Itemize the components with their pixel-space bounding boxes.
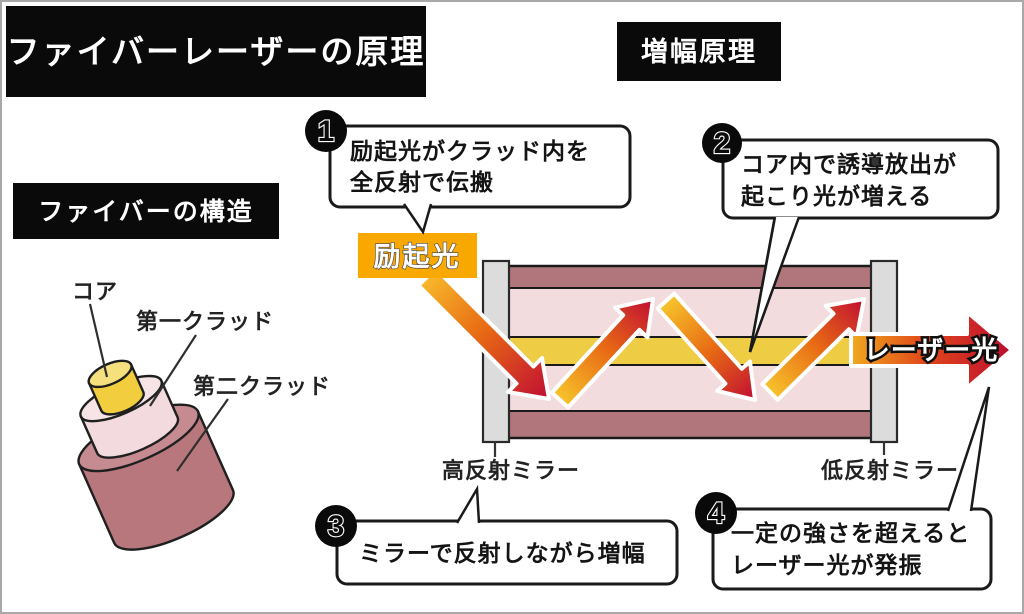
callout-3-box	[335, 519, 679, 586]
outer-cladding-bottom-layer	[507, 411, 874, 438]
first-cladding-leader-line	[149, 334, 197, 407]
callout-2-box	[721, 138, 1000, 220]
core-leader-line	[88, 303, 109, 378]
bounce-arrow-up-1	[549, 297, 655, 410]
second-cladding-leader-line	[176, 398, 229, 472]
laser-light-label: レーザー光	[864, 335, 998, 365]
high-mirror-label: 高反射ミラー	[442, 458, 580, 483]
callout-2-tail	[748, 216, 801, 353]
callout-4-number: 4	[708, 497, 725, 530]
callout-1-line2: 全反射で伝搬	[349, 169, 494, 195]
callout-2-line1: コア内で誘導放出が	[741, 151, 957, 177]
second-cladding-label: 第二クラッド	[193, 374, 331, 399]
structure-title: ファイバーの構造	[38, 198, 254, 226]
callout-1-tail	[402, 203, 433, 235]
callout-3-number-circle	[315, 505, 357, 547]
callout-3-number: 3	[328, 510, 345, 543]
core-body	[87, 362, 145, 416]
callout-1-number: 1	[318, 115, 335, 148]
callout-1: 励起光がクラッド内を 全反射で伝搬 1	[305, 110, 632, 235]
main-title-box	[6, 6, 426, 97]
bounce-arrow-up-2	[760, 297, 866, 402]
callout-1-box	[328, 124, 632, 209]
callout-3: ミラーで反射しながら増幅 3	[315, 484, 679, 586]
callout-4-number-circle	[695, 492, 737, 534]
callout-2-line2: 起こり光が増える	[741, 183, 932, 209]
callout-2: コア内で誘導放出が 起こり光が増える 2	[702, 123, 1000, 353]
amplification-title-box	[617, 22, 781, 81]
amplification-title: 増幅原理	[641, 36, 757, 67]
outer-cladding-top-layer	[507, 266, 874, 288]
callout-1-line1: 励起光がクラッド内を	[350, 138, 590, 164]
pump-light-arrow	[416, 266, 551, 401]
laser-output-arrow	[849, 310, 1014, 390]
low-mirror-label: 低反射ミラー	[820, 458, 959, 483]
callout-2-number: 2	[714, 127, 731, 160]
core-top	[87, 359, 133, 389]
callout-4-tail	[946, 386, 991, 512]
callout-2-number-circle	[702, 123, 742, 163]
first-cladding-label: 第一クラッド	[136, 309, 274, 334]
bounce-arrow-down	[655, 291, 757, 402]
callout-3-line1: ミラーで反射しながら増幅	[359, 540, 646, 566]
callout-4-line1: 一定の強さを超えると	[731, 520, 970, 546]
callout-4: 一定の強さを超えると レーザー光が発振 4	[695, 386, 993, 591]
core-label: コア	[72, 279, 118, 304]
pump-light-label-box	[358, 233, 477, 278]
callout-3-tail	[455, 484, 481, 524]
callout-4-box	[711, 507, 993, 591]
callout-4-line2: レーザー光が発振	[731, 552, 923, 578]
main-title: ファイバーレーザーの原理	[7, 33, 426, 70]
pump-light-label: 励起光	[374, 242, 461, 272]
callout-1-number-circle	[305, 110, 347, 152]
structure-title-box	[13, 183, 279, 239]
